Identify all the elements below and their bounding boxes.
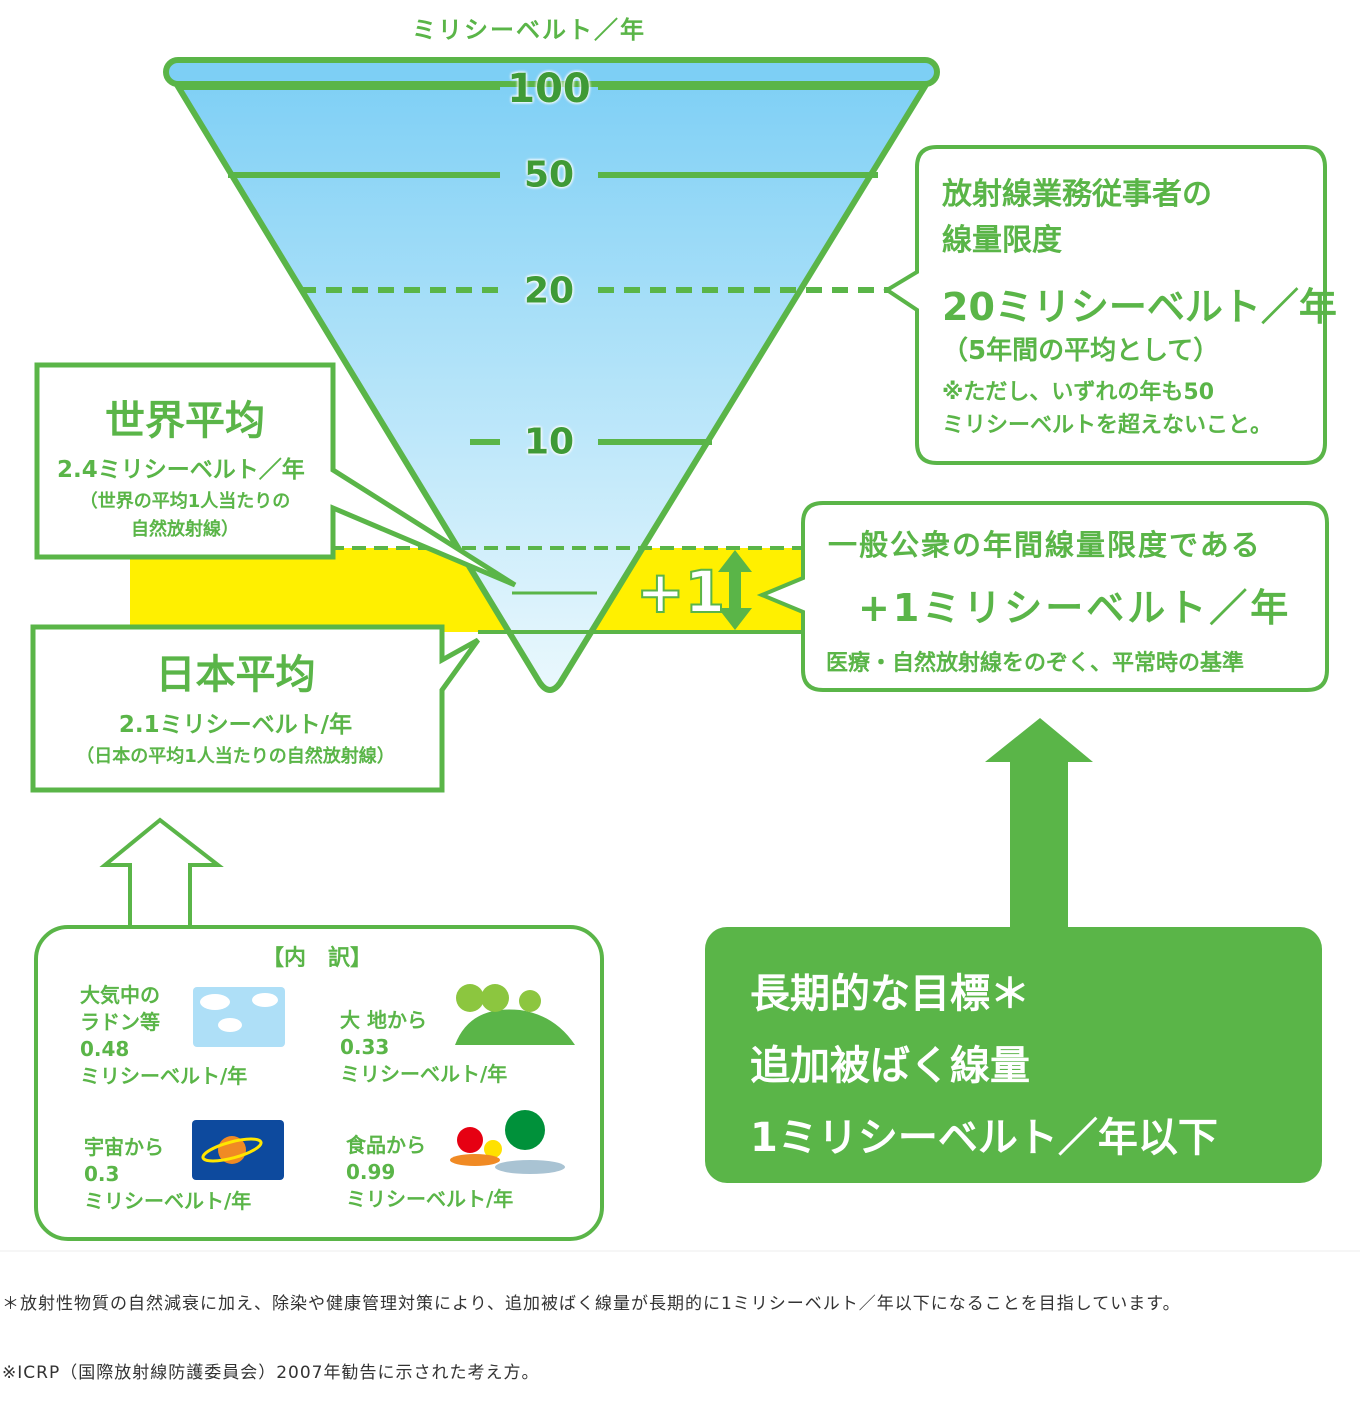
japan-average-note: （日本の平均1人当たりの自然放射線） (76, 746, 395, 767)
scale-label-10: 10 (523, 421, 575, 463)
worker-limit-value: 20ミリシーベルト／年 (942, 285, 1337, 329)
land-icon (455, 984, 575, 1045)
scale-label-100: 100 (507, 66, 591, 112)
world-average-title: 世界平均 (105, 398, 265, 444)
public-limit-note: 医療・自然放射線をのぞく、平常時の基準 (826, 651, 1245, 676)
scale-label-20: 20 (523, 270, 575, 312)
footnote-1: ＊放射性物質の自然減衰に加え、除染や健康管理対策により、追加被ばく線量が長期的に… (2, 1294, 1181, 1314)
public-limit-box (756, 501, 1329, 692)
public-limit-value: +1ミリシーベルト／年 (858, 586, 1292, 630)
japan-average-value: 2.1ミリシーベルト/年 (118, 712, 353, 738)
food-icon (450, 1110, 565, 1174)
space-icon (192, 1120, 284, 1180)
breakdown-title: 【内 訳】 (262, 946, 373, 971)
worker-limit-box (883, 145, 1327, 465)
sky-icon (193, 987, 285, 1047)
world-average-box (34, 362, 517, 588)
worker-limit-note: （5年間の平均として） (942, 336, 1220, 366)
japan-average-title: 日本平均 (155, 652, 316, 698)
solid-up-arrow-icon (985, 718, 1093, 930)
footnote-2: ※ICRP（国際放射線防護委員会）2007年勧告に示された考え方。 (2, 1363, 540, 1383)
double-arrow-icon (718, 550, 752, 630)
outline-up-arrow-icon (99, 817, 224, 928)
unit-label: ミリシーベルト／年 (412, 16, 646, 44)
diagram-graphics (0, 57, 1360, 1252)
dose-triangle (165, 67, 938, 693)
worker-limit-title: 放射線業務従事者の線量限度 (942, 177, 1212, 258)
world-average-value: 2.4ミリシーベルト／年 (57, 457, 305, 483)
japan-average-box (30, 624, 481, 793)
world-average-note: （世界の平均1人当たりの自然放射線） (79, 491, 291, 540)
triangle-top-band (163, 57, 940, 87)
goal-box (705, 927, 1322, 1183)
plus-one-label: +1 (635, 557, 726, 627)
public-limit-title: 一般公衆の年間線量限度である (828, 528, 1262, 562)
scale-label-50: 50 (523, 154, 575, 196)
